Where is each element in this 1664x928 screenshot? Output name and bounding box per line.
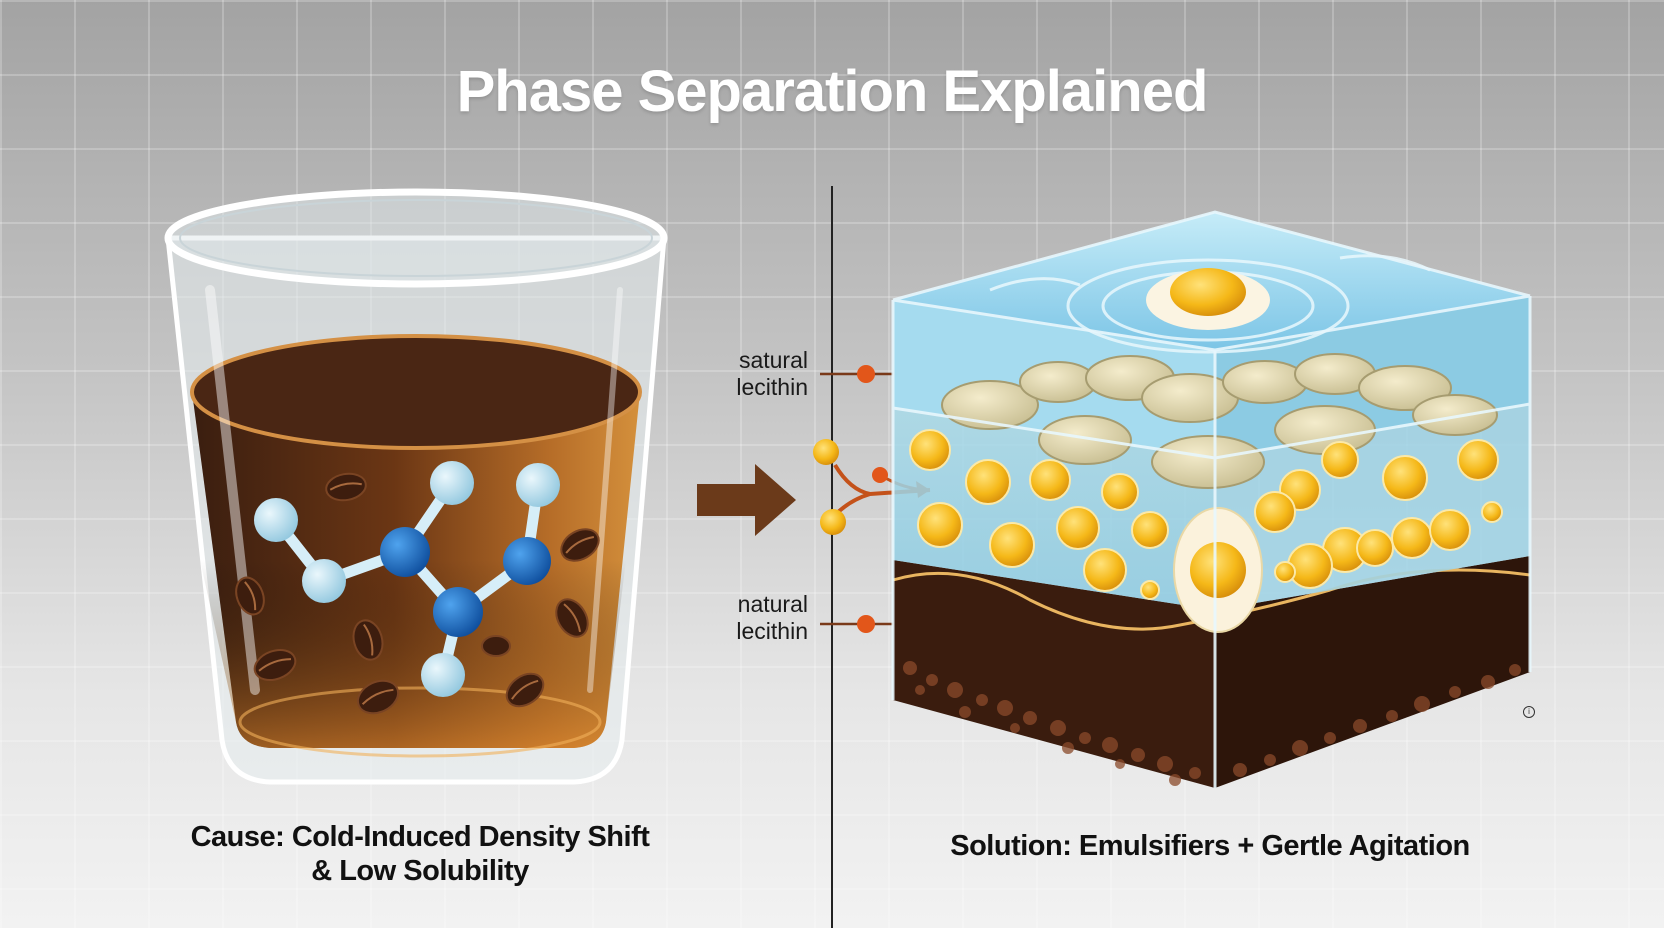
cause-caption-line2: & Low Solubility (311, 855, 529, 887)
process-arrow-icon (697, 464, 796, 536)
label-top-line1: satural (738, 347, 808, 373)
emulsion-layers-cube-icon (891, 210, 1532, 788)
coffee-bean-icon (235, 472, 600, 715)
molecule-icon (254, 461, 560, 697)
glass-of-cold-brew-icon (164, 188, 668, 785)
label-natural-lecithin: natural lecithin (690, 591, 808, 645)
cause-caption-line1: Cause: Cold-Induced Density Shift (190, 821, 650, 853)
page-title: Phase Separation Explained (456, 59, 1209, 124)
cause-caption: Cause: Cold-Induced Density Shift & Low … (130, 820, 710, 888)
label-bottom-line2: lecithin (736, 618, 808, 644)
label-satural-lecithin: satural lecithin (690, 347, 808, 401)
center-divider (831, 186, 833, 928)
label-top-line2: lecithin (736, 374, 808, 400)
info-icon: i (1523, 706, 1535, 718)
label-bottom-line1: natural (737, 591, 808, 617)
solution-caption: Solution: Emulsifiers + Gertle Agitation (950, 830, 1470, 862)
